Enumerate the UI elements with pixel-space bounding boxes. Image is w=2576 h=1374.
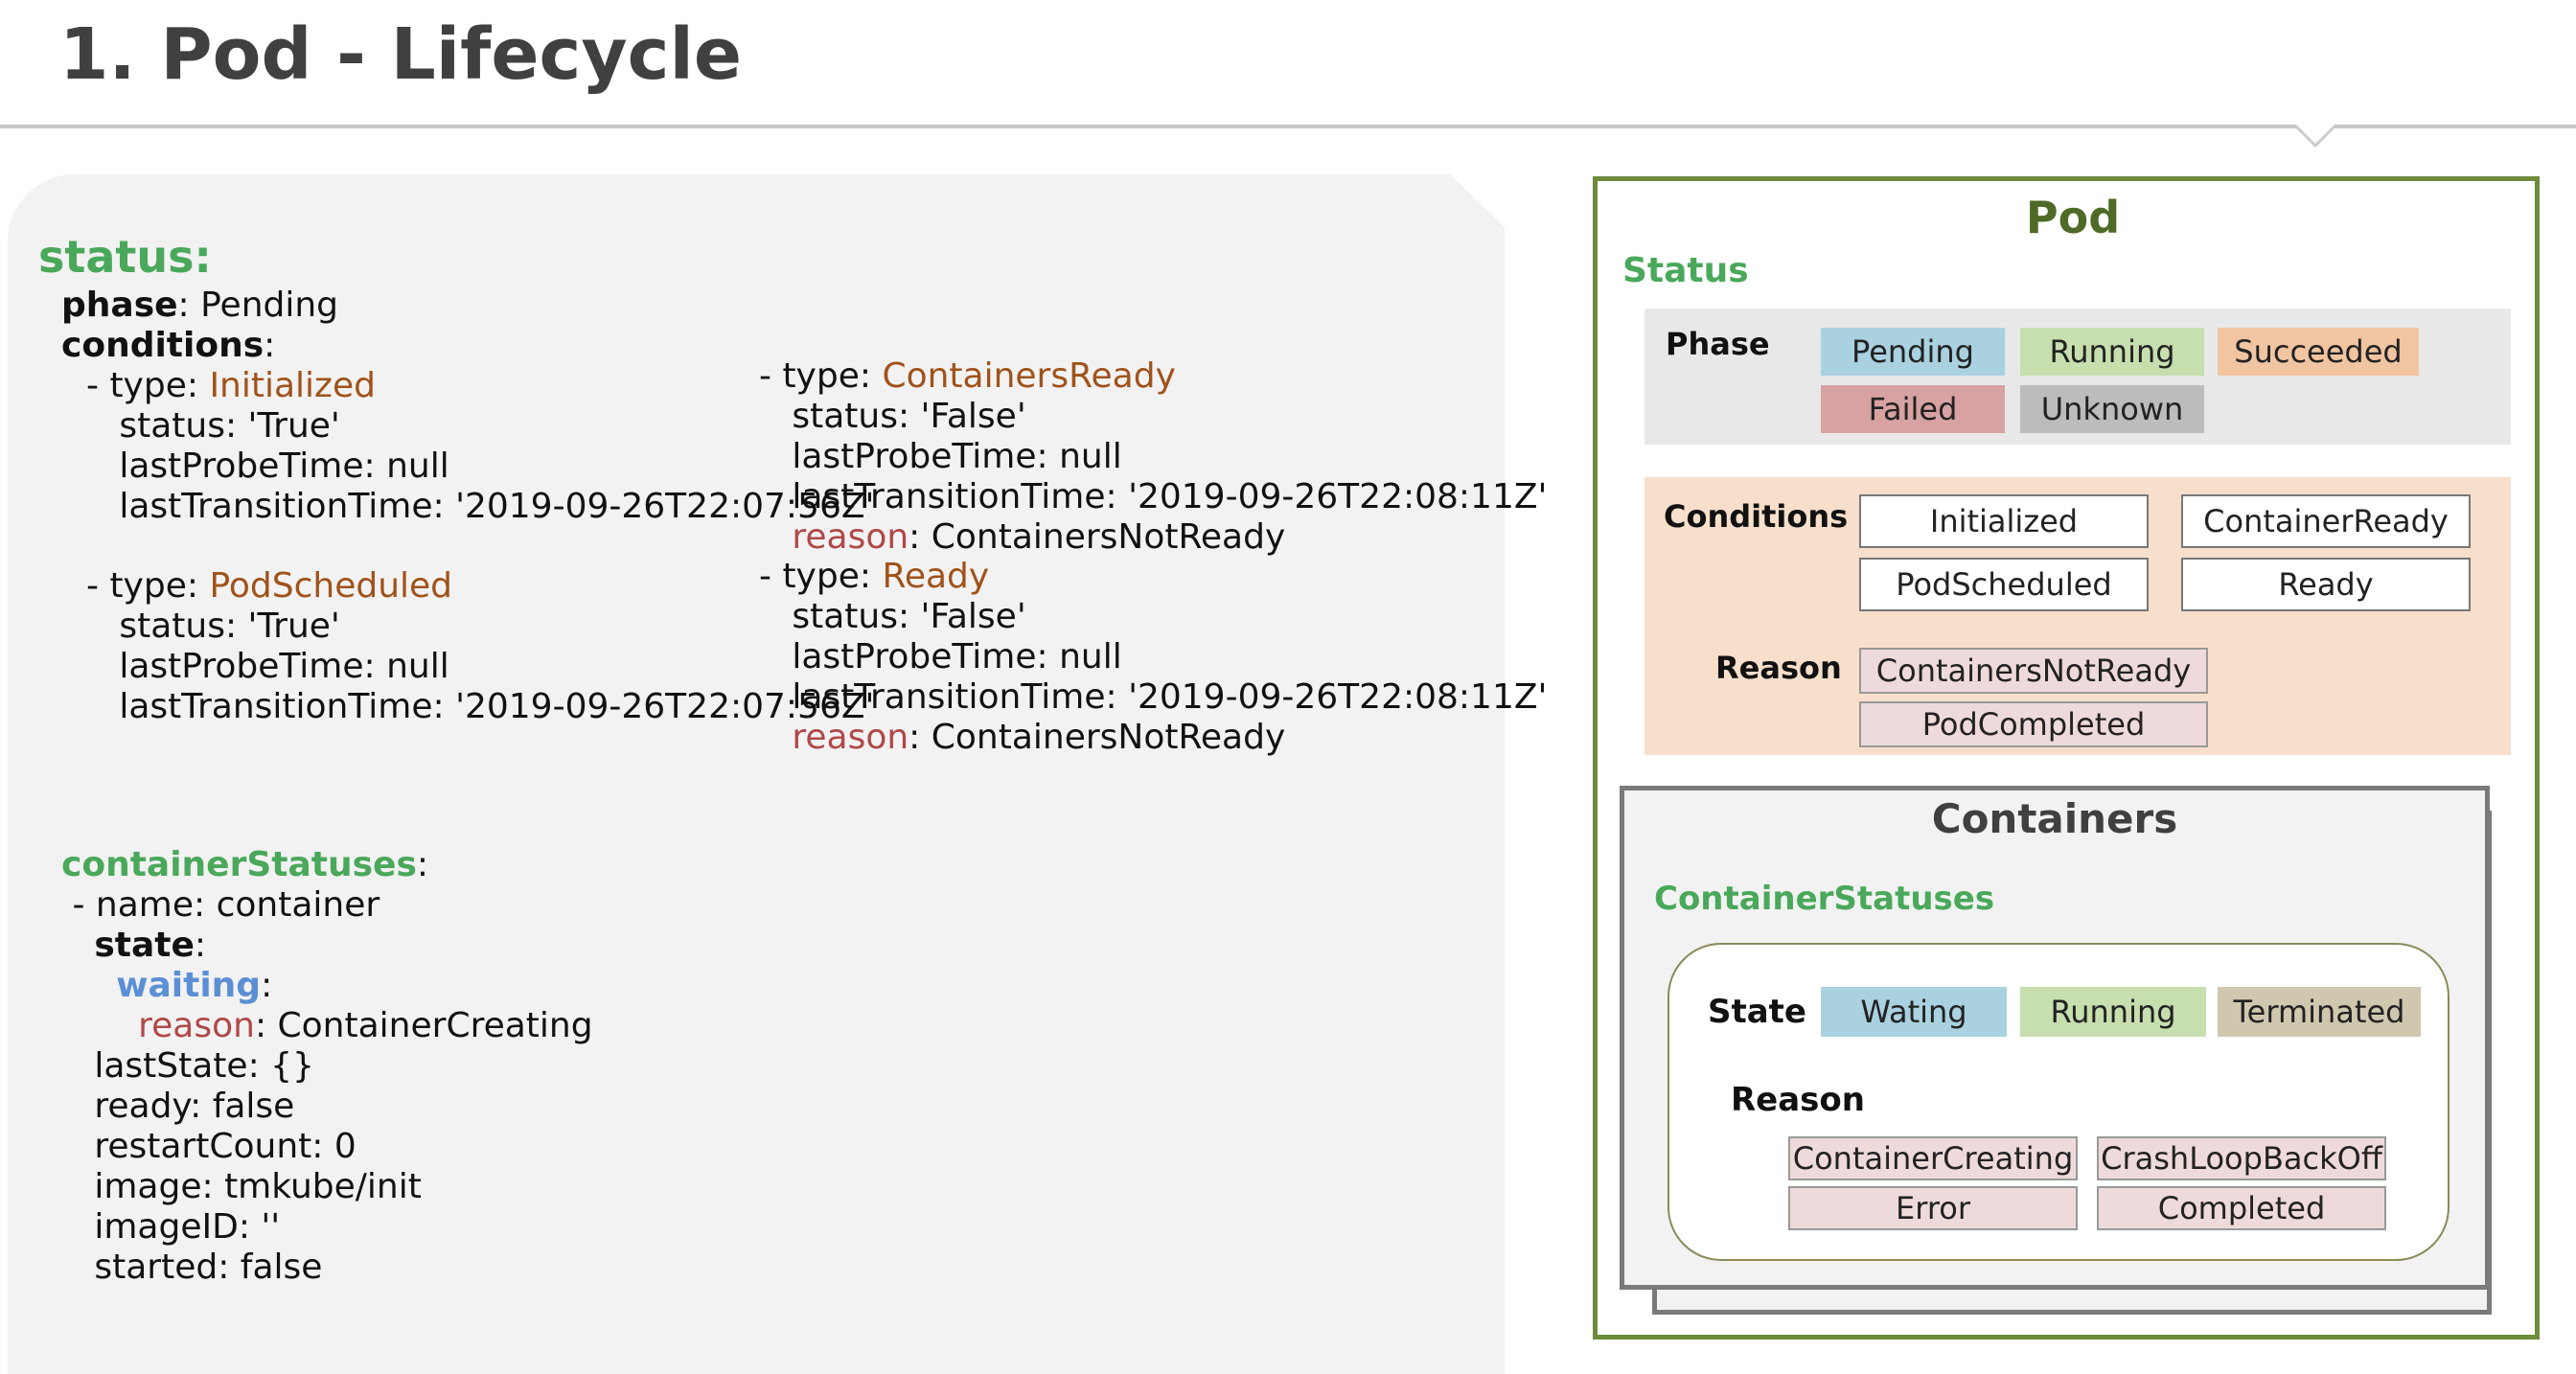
container-reason-label: Reason bbox=[1731, 1081, 1865, 1119]
pod-title: Pod bbox=[2025, 192, 2121, 243]
phase-label: Phase bbox=[1666, 326, 1770, 362]
condition-container-ready: ContainerReady bbox=[2181, 494, 2471, 548]
yaml-status-line: status: bbox=[38, 231, 212, 283]
yaml-left-condition-2: - type: PodScheduled status: 'True' last… bbox=[86, 566, 875, 726]
state-terminated: Terminated bbox=[2218, 987, 2421, 1037]
phase-failed: Failed bbox=[1821, 385, 2005, 433]
phase-running: Running bbox=[2020, 328, 2204, 376]
pod-frame bbox=[1593, 176, 2540, 1340]
yaml-left-condition-1: - type: Initialized status: 'True' lastP… bbox=[86, 366, 875, 526]
reason-pod-completed: PodCompleted bbox=[1859, 701, 2208, 747]
phase-unknown: Unknown bbox=[2020, 385, 2204, 433]
title-divider bbox=[0, 125, 2576, 128]
reason-error: Error bbox=[1788, 1186, 2078, 1230]
reason-container-creating: ContainerCreating bbox=[1788, 1136, 2078, 1180]
pod-status-label: Status bbox=[1622, 251, 1749, 290]
condition-initialized: Initialized bbox=[1859, 494, 2149, 548]
condition-pod-scheduled: PodScheduled bbox=[1859, 558, 2149, 611]
condition-ready: Ready bbox=[2181, 558, 2471, 611]
container-statuses-label: ContainerStatuses bbox=[1654, 880, 1995, 918]
yaml-phase-value: Pending bbox=[200, 286, 339, 325]
reason-completed: Completed bbox=[2097, 1186, 2386, 1230]
yaml-panel bbox=[8, 174, 1505, 1374]
containers-title: Containers bbox=[1931, 795, 2178, 842]
phase-pending: Pending bbox=[1821, 328, 2005, 376]
phase-succeeded: Succeeded bbox=[2218, 328, 2419, 376]
yaml-status-key: status bbox=[38, 231, 195, 283]
page-title: 1. Pod - Lifecycle bbox=[59, 13, 743, 96]
yaml-right-condition-2: - type: Ready status: 'False' lastProbeT… bbox=[759, 557, 1548, 757]
conditions-label: Conditions bbox=[1664, 498, 1849, 535]
state-waiting: Wating bbox=[1821, 987, 2007, 1037]
reason-crash-loop-back-off: CrashLoopBackOff bbox=[2097, 1136, 2386, 1180]
reason-containers-not-ready: ContainersNotReady bbox=[1859, 648, 2208, 694]
yaml-phase-line: phase: Pending bbox=[61, 286, 339, 325]
state-label: State bbox=[1708, 993, 1806, 1031]
state-running: Running bbox=[2020, 987, 2206, 1037]
yaml-container-statuses: containerStatuses: - name: container sta… bbox=[61, 845, 593, 1287]
title-notch-inner bbox=[2296, 125, 2334, 144]
yaml-right-condition-1: - type: ContainersReady status: 'False' … bbox=[759, 356, 1548, 557]
yaml-conditions-line: conditions: bbox=[61, 326, 276, 365]
condition-reason-label: Reason bbox=[1715, 650, 1842, 686]
